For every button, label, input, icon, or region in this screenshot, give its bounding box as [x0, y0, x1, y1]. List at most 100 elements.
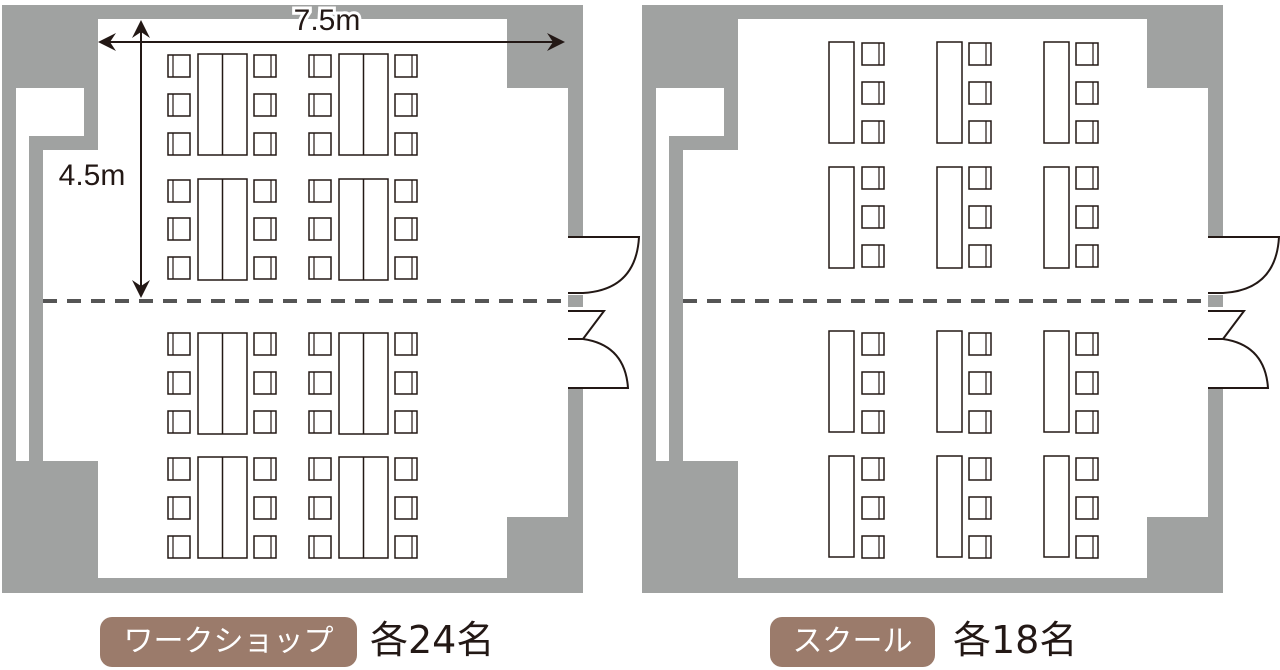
- chair-seat: [167, 371, 191, 395]
- chair: [308, 93, 332, 117]
- chair: [394, 410, 418, 434]
- chair: [861, 332, 885, 356]
- chair: [308, 457, 332, 481]
- chair-seat: [308, 54, 332, 78]
- chair-seat: [968, 457, 992, 481]
- chair: [861, 457, 885, 481]
- chair-seat: [1075, 535, 1099, 559]
- chair: [308, 179, 332, 203]
- chair-seat: [1075, 496, 1099, 520]
- chair: [1075, 496, 1099, 520]
- chair-seat: [968, 332, 992, 356]
- chair: [861, 205, 885, 229]
- chair: [1075, 120, 1099, 144]
- chair: [394, 332, 418, 356]
- chair: [1075, 457, 1099, 481]
- chair-seat: [394, 54, 418, 78]
- chair-seat: [861, 42, 885, 66]
- chair-seat: [861, 244, 885, 268]
- room-floor: [43, 19, 568, 578]
- chair-seat: [394, 496, 418, 520]
- chair-seat: [167, 410, 191, 434]
- corridor: [656, 88, 724, 461]
- chair: [167, 132, 191, 156]
- chair: [968, 120, 992, 144]
- arrowhead-bottom: [132, 280, 150, 298]
- chair: [968, 410, 992, 434]
- chair-seat: [253, 535, 277, 559]
- chair: [167, 457, 191, 481]
- chair: [968, 205, 992, 229]
- chair: [968, 166, 992, 190]
- chair: [861, 244, 885, 268]
- chair-seat: [308, 332, 332, 356]
- chair: [167, 371, 191, 395]
- floor-plans: 7.5m 4.5m: [2, 1, 1280, 593]
- chair-seat: [968, 205, 992, 229]
- corridor: [16, 88, 84, 461]
- chair: [167, 217, 191, 241]
- door-upper-icon: [1208, 236, 1280, 294]
- chair: [1075, 42, 1099, 66]
- chair: [968, 535, 992, 559]
- door-opening: [567, 237, 584, 295]
- chair: [968, 42, 992, 66]
- chair-seat: [167, 457, 191, 481]
- chair: [167, 179, 191, 203]
- chair: [253, 179, 277, 203]
- chair-seat: [253, 256, 277, 280]
- chair: [861, 120, 885, 144]
- chair-seat: [167, 179, 191, 203]
- chair-seat: [968, 244, 992, 268]
- chair: [1075, 535, 1099, 559]
- chair: [1075, 244, 1099, 268]
- chair: [308, 256, 332, 280]
- chair-seat: [968, 120, 992, 144]
- chair-seat: [861, 457, 885, 481]
- chair: [167, 535, 191, 559]
- chair-seat: [861, 496, 885, 520]
- chair: [1075, 81, 1099, 105]
- chair-seat: [167, 54, 191, 78]
- door-upper-icon: [568, 236, 641, 294]
- chair: [253, 410, 277, 434]
- chair-seat: [167, 217, 191, 241]
- chair-seat: [253, 132, 277, 156]
- chair: [308, 496, 332, 520]
- chair-seat: [253, 93, 277, 117]
- chair: [394, 256, 418, 280]
- chair-seat: [394, 256, 418, 280]
- chair-seat: [308, 179, 332, 203]
- chair-seat: [394, 371, 418, 395]
- dimension-annotations: 7.5m 4.5m: [59, 1, 565, 298]
- chair-seat: [1075, 457, 1099, 481]
- chair: [394, 496, 418, 520]
- chair-seat: [394, 93, 418, 117]
- chair: [253, 332, 277, 356]
- chair: [968, 457, 992, 481]
- chair-seat: [308, 371, 332, 395]
- chair-seat: [968, 42, 992, 66]
- chair-seat: [253, 410, 277, 434]
- chair: [861, 535, 885, 559]
- arrowhead-left: [98, 33, 116, 51]
- chair: [968, 332, 992, 356]
- table: [828, 330, 855, 433]
- table: [1043, 330, 1070, 433]
- chair-seat: [253, 457, 277, 481]
- chair: [861, 410, 885, 434]
- table: [936, 330, 963, 433]
- chair-seat: [1075, 410, 1099, 434]
- chair-seat: [167, 132, 191, 156]
- capacity-school: 各18名: [953, 618, 1078, 662]
- chair-seat: [394, 179, 418, 203]
- chair: [394, 535, 418, 559]
- chair: [308, 217, 332, 241]
- chair: [394, 457, 418, 481]
- table: [936, 166, 963, 269]
- chair: [394, 371, 418, 395]
- chair: [167, 93, 191, 117]
- chair-seat: [968, 371, 992, 395]
- chair-seat: [1075, 120, 1099, 144]
- chair: [861, 166, 885, 190]
